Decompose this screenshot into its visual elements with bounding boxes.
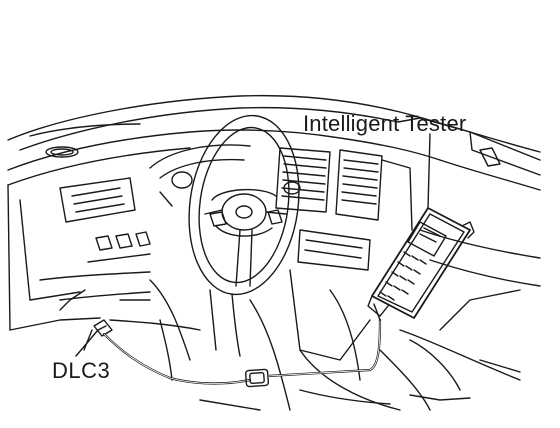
leader-lines [76, 134, 430, 356]
dashboard-top [8, 124, 540, 190]
dlc3-connector [84, 320, 112, 350]
instrument-cluster [150, 145, 300, 206]
tester-cable [104, 320, 380, 387]
intelligent-tester-device [368, 208, 474, 320]
steering-column [110, 280, 240, 380]
left-dash-panel [8, 178, 150, 330]
center-console [250, 148, 412, 410]
dlc3-label: DLC3 [52, 358, 111, 383]
right-door [380, 148, 540, 410]
floor-lines [200, 360, 520, 410]
intelligent-tester-label: Intelligent Tester [303, 111, 467, 136]
windshield-outline [8, 96, 540, 175]
